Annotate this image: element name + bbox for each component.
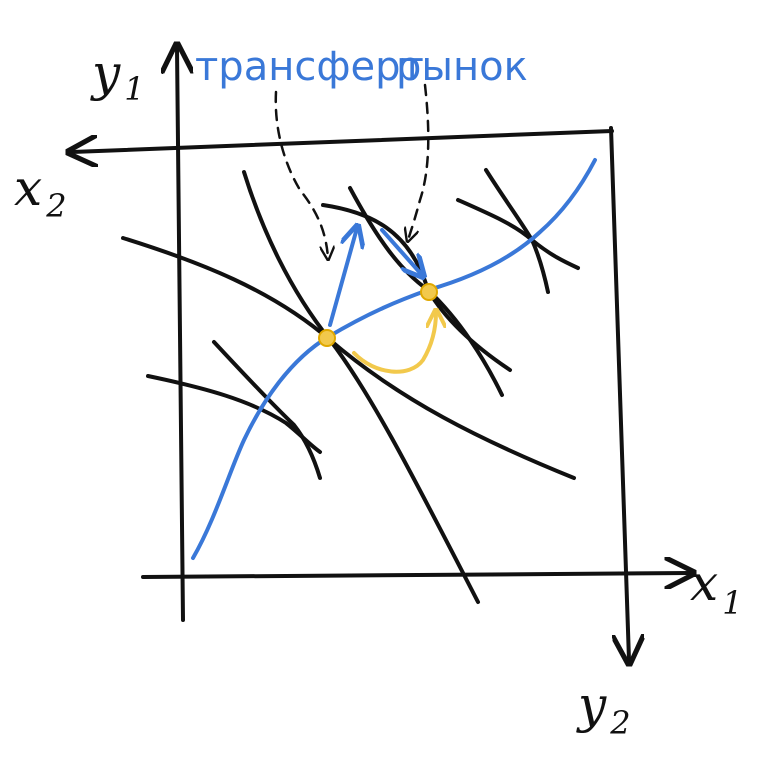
y2-axis bbox=[609, 126, 629, 660]
indifference-curve bbox=[121, 236, 576, 480]
market-pointer bbox=[408, 83, 430, 240]
market-arrow bbox=[380, 228, 422, 275]
indifference-curve bbox=[212, 340, 322, 480]
initial-point bbox=[318, 329, 336, 347]
transfer-pointer bbox=[274, 90, 328, 258]
market-label: рынок bbox=[396, 44, 528, 90]
equilibrium-point bbox=[420, 283, 438, 301]
indifference-curve bbox=[321, 203, 512, 372]
transfer-arrow bbox=[328, 228, 357, 327]
indifference-curve bbox=[146, 374, 322, 454]
indifference-curve bbox=[242, 170, 480, 604]
transfer-label: трансферт bbox=[195, 44, 424, 90]
contract-curve bbox=[191, 158, 597, 560]
y1-axis bbox=[177, 48, 183, 622]
x1-axis bbox=[141, 573, 690, 577]
move-arrow bbox=[352, 312, 436, 374]
x2-axis bbox=[72, 129, 614, 152]
